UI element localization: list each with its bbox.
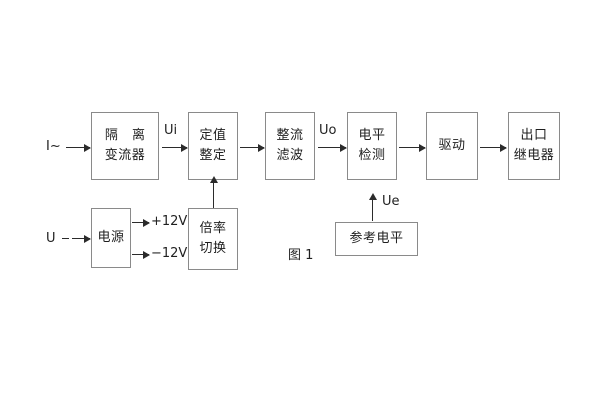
signal-label-ui: Ui bbox=[164, 123, 178, 138]
signal-label-uo: Uo bbox=[319, 123, 337, 138]
block-power-supply-line1: 电源 bbox=[97, 229, 125, 245]
block-setting-value-line2: 整定 bbox=[199, 148, 227, 163]
arrow-isolation-to-setting bbox=[162, 144, 188, 152]
block-rectify-filter-line2: 滤波 bbox=[276, 148, 304, 163]
block-level-detection-line2: 检测 bbox=[358, 148, 386, 163]
block-drive[interactable]: 驱动 bbox=[426, 112, 478, 180]
block-setting-value[interactable]: 定值 整定 bbox=[188, 112, 238, 180]
block-multiplier-switch-line1: 倍率 bbox=[199, 220, 227, 236]
block-rectify-filter[interactable]: 整流 滤波 bbox=[265, 112, 315, 180]
block-power-supply[interactable]: 电源 bbox=[91, 208, 131, 268]
block-isolation-transformer-line1: 隔 离 bbox=[104, 127, 151, 143]
arrow-rectify-to-level-detection bbox=[318, 144, 347, 152]
block-multiplier-switch[interactable]: 倍率 切换 bbox=[188, 208, 238, 270]
input-label-current: I~ bbox=[46, 139, 61, 154]
arrow-power-supply-plus12v bbox=[132, 219, 150, 227]
voltage-input-dash bbox=[62, 238, 69, 239]
figure-caption: 图 1 bbox=[288, 248, 314, 263]
arrow-drive-to-output-relay bbox=[480, 144, 507, 152]
block-setting-value-line1: 定值 bbox=[199, 127, 227, 143]
block-output-relay-line2: 继电器 bbox=[513, 148, 555, 163]
block-level-detection[interactable]: 电平 检测 bbox=[347, 112, 397, 180]
input-label-voltage: U bbox=[46, 231, 56, 246]
block-drive-line1: 驱动 bbox=[438, 137, 466, 153]
block-reference-level-line1: 参考电平 bbox=[349, 230, 404, 246]
block-reference-level[interactable]: 参考电平 bbox=[335, 222, 418, 256]
arrow-voltage-to-power-supply bbox=[72, 235, 91, 243]
arrow-reference-to-level-detection bbox=[369, 193, 377, 221]
arrow-current-to-isolation bbox=[66, 144, 91, 152]
block-rectify-filter-line1: 整流 bbox=[276, 127, 304, 143]
block-output-relay[interactable]: 出口 继电器 bbox=[508, 112, 560, 180]
signal-label-ue: Ue bbox=[382, 194, 400, 209]
signal-label-plus-12v: +12V bbox=[151, 214, 188, 229]
block-output-relay-line1: 出口 bbox=[520, 127, 548, 143]
arrow-power-supply-minus12v bbox=[132, 251, 150, 259]
block-isolation-transformer-line2: 变流器 bbox=[104, 148, 146, 163]
arrow-setting-to-rectify bbox=[240, 144, 265, 152]
block-level-detection-line1: 电平 bbox=[358, 127, 386, 143]
signal-label-minus-12v: −12V bbox=[151, 246, 188, 261]
block-isolation-transformer[interactable]: 隔 离 变流器 bbox=[91, 112, 159, 180]
arrow-multiplier-to-setting bbox=[210, 176, 218, 208]
arrow-level-detection-to-drive bbox=[399, 144, 426, 152]
block-multiplier-switch-line2: 切换 bbox=[199, 241, 227, 256]
